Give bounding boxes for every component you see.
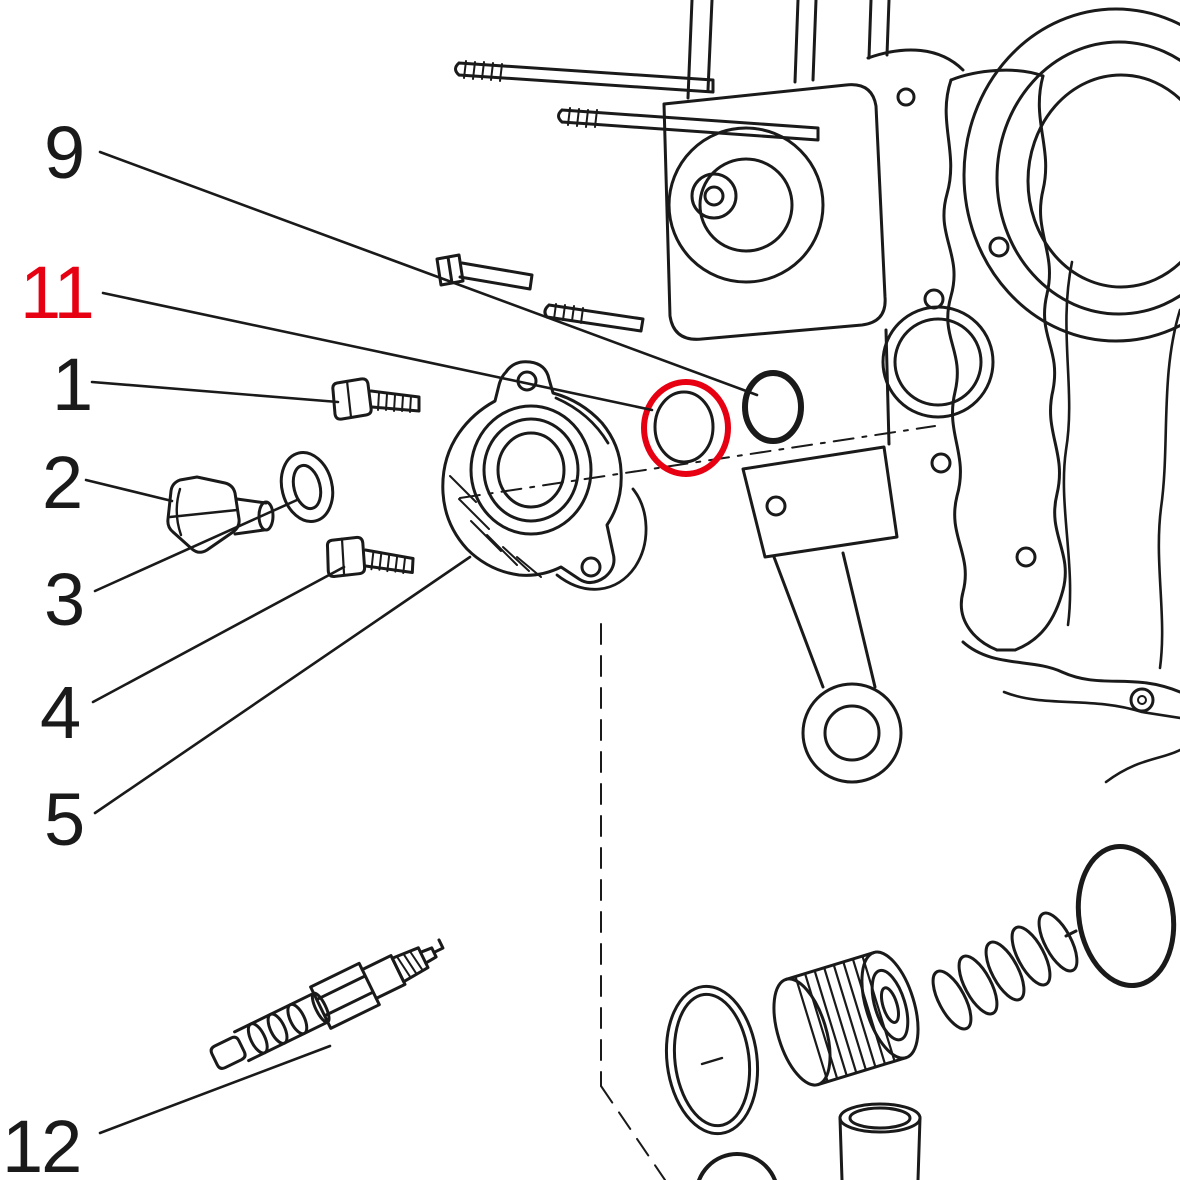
leader-line-1 <box>90 380 340 404</box>
leader-line-12 <box>98 1044 332 1135</box>
gasket-face <box>881 68 1067 652</box>
swing-arm <box>741 445 903 784</box>
leader-line-3 <box>93 498 299 593</box>
cylinder-block <box>662 83 916 341</box>
oil-filter-o-ring <box>664 984 760 1136</box>
callout-label-1: 1 <box>52 343 91 426</box>
hex-bolt-part1 <box>331 377 421 421</box>
assembly-dashed-line-diagonal <box>600 1085 666 1180</box>
leader-line-4 <box>91 565 346 704</box>
mounting-flange <box>441 360 648 591</box>
leader-line-9 <box>98 150 759 397</box>
partial-cylinder-bottom <box>838 1102 922 1180</box>
axis-centerline <box>459 425 936 499</box>
leader-line-11 <box>101 291 654 412</box>
o-ring-part9 <box>742 370 804 444</box>
hex-bolt-part4 <box>324 534 416 583</box>
callout-label-12: 12 <box>2 1105 80 1180</box>
callout-label-4: 4 <box>40 671 79 754</box>
cylinder-studs <box>435 0 891 333</box>
crank-bore <box>881 305 995 419</box>
callout-label-3: 3 <box>44 558 83 641</box>
callout-label-5: 5 <box>44 778 83 861</box>
callout-label-9: 9 <box>44 111 83 194</box>
crankcase-body <box>866 7 1180 784</box>
partial-o-ring-bottom <box>696 1152 778 1180</box>
leader-lines <box>84 150 759 1135</box>
oil-filter-large-o-ring <box>1075 843 1177 989</box>
callout-label-2: 2 <box>42 441 81 524</box>
centerlines <box>459 425 936 1180</box>
callout-label-11: 11 <box>20 251 93 334</box>
o-ring-center-mark <box>700 1056 724 1066</box>
sealing-washer-part3 <box>279 451 335 523</box>
leader-line-2 <box>84 478 174 503</box>
leader-line-5 <box>93 555 472 815</box>
spark-plug <box>209 938 445 1070</box>
drain-plug-part2 <box>166 475 275 554</box>
highlight-ring <box>641 379 731 477</box>
gasket-ring-part11 <box>653 390 715 464</box>
oil-filter-spring <box>931 911 1079 1031</box>
oil-filter-cartridge <box>772 950 920 1087</box>
